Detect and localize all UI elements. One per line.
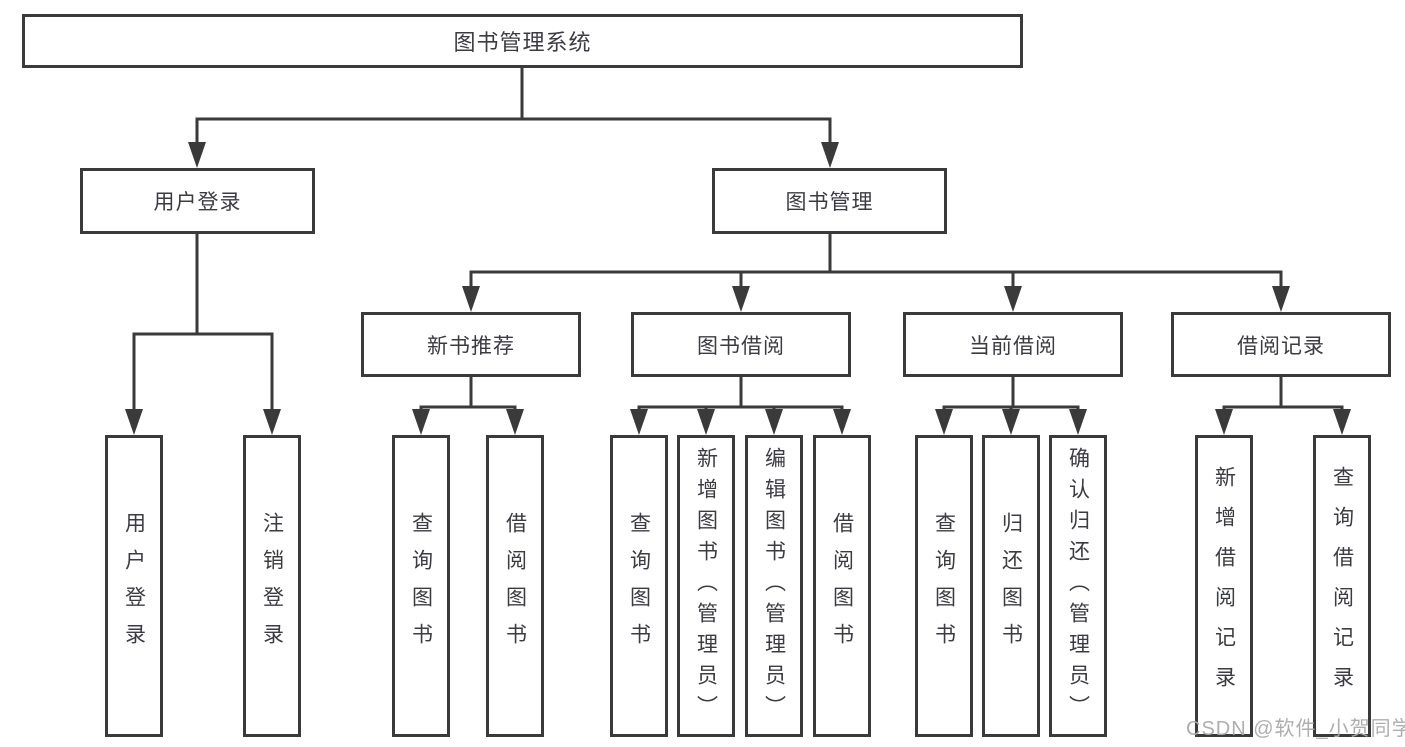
leaf-user-login-label: 用户登录	[122, 512, 146, 660]
leaf-edit-books-admin-label: 编辑图书（管理员）	[762, 446, 786, 726]
leaf-logout: 注销登录	[243, 435, 301, 737]
node-root: 图书管理系统	[22, 14, 1023, 68]
node-borrowing-records: 借阅记录	[1171, 312, 1391, 377]
leaf-query-borrow-record-label: 查询借阅记录	[1330, 466, 1354, 706]
node-borrowing-records-label: 借阅记录	[1237, 334, 1325, 358]
leaf-query-books-current: 查询图书	[915, 435, 973, 737]
node-book-borrowing: 图书借阅	[631, 312, 851, 377]
watermark: CSDN @软件_小贺同学	[1186, 718, 1405, 740]
leaf-confirm-return-admin: 确认归还（管理员）	[1049, 435, 1107, 737]
leaf-user-login: 用户登录	[105, 435, 163, 737]
node-book-borrowing-label: 图书借阅	[697, 334, 785, 358]
leaf-add-borrow-record-label: 新增借阅记录	[1212, 466, 1236, 706]
leaf-add-borrow-record: 新增借阅记录	[1195, 435, 1253, 737]
leaf-add-books-admin-label: 新增图书（管理员）	[694, 446, 718, 726]
node-book-management-label: 图书管理	[785, 191, 874, 214]
node-current-borrowing-label: 当前借阅	[969, 334, 1057, 358]
leaf-borrow-books-recommend-label: 借阅图书	[503, 512, 527, 660]
leaf-borrow-books-recommend: 借阅图书	[486, 435, 544, 737]
leaf-return-books: 归还图书	[982, 435, 1040, 737]
leaf-query-books-borrowing: 查询图书	[610, 435, 668, 737]
node-user-login: 用户登录	[80, 168, 315, 234]
leaf-logout-label: 注销登录	[260, 512, 284, 660]
leaf-return-books-label: 归还图书	[999, 512, 1023, 660]
node-user-login-label: 用户登录	[153, 191, 242, 214]
node-new-book-recommend-label: 新书推荐	[427, 334, 515, 358]
node-root-label: 图书管理系统	[453, 30, 592, 55]
leaf-add-books-admin: 新增图书（管理员）	[677, 435, 735, 737]
leaf-query-books-current-label: 查询图书	[932, 512, 956, 660]
node-current-borrowing: 当前借阅	[903, 312, 1123, 377]
leaf-query-borrow-record: 查询借阅记录	[1313, 435, 1371, 737]
node-book-management: 图书管理	[712, 168, 947, 234]
leaf-edit-books-admin: 编辑图书（管理员）	[745, 435, 803, 737]
leaf-query-books-borrowing-label: 查询图书	[627, 512, 651, 660]
leaf-confirm-return-admin-label: 确认归还（管理员）	[1066, 446, 1090, 726]
leaf-borrow-books-borrowing-label: 借阅图书	[830, 512, 854, 660]
node-new-book-recommend: 新书推荐	[361, 312, 581, 377]
leaf-borrow-books-borrowing: 借阅图书	[813, 435, 871, 737]
leaf-query-books-recommend: 查询图书	[392, 435, 450, 737]
leaf-query-books-recommend-label: 查询图书	[409, 512, 433, 660]
